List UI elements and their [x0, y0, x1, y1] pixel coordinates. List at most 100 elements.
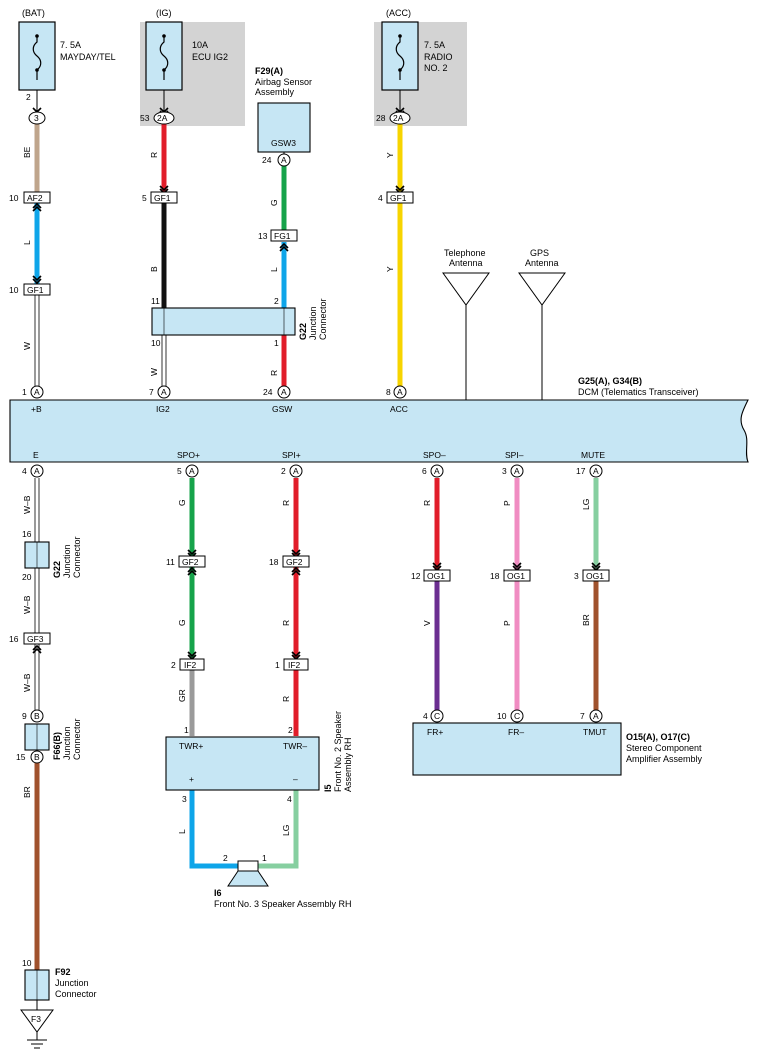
fuse-bat-source: (BAT)	[22, 8, 45, 18]
fuse-acc-rating: 7. 5A	[424, 40, 445, 50]
svg-text:53: 53	[140, 113, 150, 123]
svg-text:24: 24	[262, 155, 272, 165]
svg-text:TMUT: TMUT	[583, 727, 607, 737]
svg-text:G: G	[177, 499, 187, 506]
svg-text:4: 4	[287, 794, 292, 804]
svg-text:GSW: GSW	[272, 404, 292, 414]
svg-text:TWR–: TWR–	[283, 741, 307, 751]
fuse-ig-name: ECU IG2	[192, 52, 228, 62]
svg-text:MUTE: MUTE	[581, 450, 605, 460]
svg-text:W–B: W–B	[22, 673, 32, 692]
svg-text:5: 5	[177, 466, 182, 476]
svg-text:1: 1	[275, 660, 280, 670]
svg-text:IF2: IF2	[288, 660, 301, 670]
svg-text:Stereo Component: Stereo Component	[626, 743, 702, 753]
svg-text:A: A	[281, 155, 287, 165]
svg-text:10: 10	[22, 958, 32, 968]
wire-wb-2	[34, 568, 40, 634]
svg-text:LG: LG	[581, 499, 591, 510]
fuse-acc-source: (ACC)	[386, 8, 411, 18]
f92-junction: 10 F92 Junction Connector	[22, 958, 97, 1001]
svg-text:A: A	[34, 387, 40, 397]
fuse-acc-name1: RADIO	[424, 52, 453, 62]
svg-text:18: 18	[269, 557, 279, 567]
og1-connector-mute: OG1 3	[574, 569, 610, 582]
svg-text:2A: 2A	[157, 113, 168, 123]
svg-text:BR: BR	[581, 614, 591, 626]
fg1-connector: FG1 13	[258, 229, 298, 242]
gf1-connector-col4: GF1 4	[378, 191, 414, 204]
svg-text:G22: G22	[52, 561, 62, 578]
svg-text:10: 10	[9, 193, 19, 203]
svg-text:A: A	[34, 466, 40, 476]
telephone-antenna: Telephone Antenna	[442, 248, 490, 306]
svg-text:1: 1	[262, 853, 267, 863]
svg-text:A: A	[593, 466, 599, 476]
svg-text:2: 2	[171, 660, 176, 670]
fuse-ig-rating: 10A	[192, 40, 208, 50]
svg-text:C: C	[514, 711, 520, 721]
svg-text:Antenna: Antenna	[449, 258, 483, 268]
svg-text:Antenna: Antenna	[525, 258, 559, 268]
svg-text:V: V	[422, 620, 432, 626]
fuse-bat-name: MAYDAY/TEL	[60, 52, 116, 62]
svg-text:TWR+: TWR+	[179, 741, 203, 751]
gf1-connector-col2: GF1 5	[142, 191, 178, 204]
svg-text:GF1: GF1	[154, 193, 171, 203]
svg-text:A: A	[161, 387, 167, 397]
svg-text:R: R	[281, 620, 291, 626]
svg-text:GF3: GF3	[27, 634, 44, 644]
svg-text:W–B: W–B	[22, 495, 32, 514]
svg-text:5: 5	[142, 193, 147, 203]
svg-text:A: A	[281, 387, 287, 397]
svg-text:R: R	[281, 696, 291, 702]
svg-text:W: W	[149, 368, 159, 376]
svg-text:R: R	[422, 500, 432, 506]
svg-text:A: A	[397, 387, 403, 397]
svg-text:F92: F92	[55, 967, 71, 977]
wire-wb-1	[34, 478, 40, 542]
svg-text:1: 1	[274, 338, 279, 348]
gf3-connector: GF3 16	[9, 632, 51, 645]
wire-wb-3	[34, 644, 40, 710]
svg-text:R: R	[149, 152, 159, 158]
svg-text:F29(A): F29(A)	[255, 66, 283, 76]
svg-text:R: R	[269, 370, 279, 376]
svg-text:OG1: OG1	[507, 571, 525, 581]
svg-text:Connector: Connector	[318, 298, 328, 340]
svg-text:AF2: AF2	[27, 193, 43, 203]
dcm-name: DCM (Telematics Transceiver)	[578, 387, 699, 397]
svg-text:4: 4	[423, 711, 428, 721]
g22-junction-top: 11 10 2 1 G22 Junction Connector	[151, 296, 328, 348]
svg-text:IF2: IF2	[184, 660, 197, 670]
svg-text:E: E	[33, 450, 39, 460]
svg-text:11: 11	[151, 296, 160, 306]
svg-text:I6: I6	[214, 888, 222, 898]
wire-w-col2	[161, 335, 167, 386]
svg-text:Connector: Connector	[72, 718, 82, 760]
svg-text:Y: Y	[385, 266, 395, 272]
svg-text:SPI+: SPI+	[282, 450, 301, 460]
svg-text:3: 3	[574, 571, 579, 581]
svg-text:B: B	[34, 752, 40, 762]
svg-text:1: 1	[22, 387, 27, 397]
svg-text:BE: BE	[22, 146, 32, 158]
svg-text:B: B	[149, 266, 159, 272]
svg-text:P: P	[502, 620, 512, 626]
svg-text:17: 17	[576, 466, 586, 476]
svg-text:SPO–: SPO–	[423, 450, 446, 460]
gf2-connector-spi: GF2 18	[269, 555, 310, 568]
svg-text:A: A	[593, 711, 599, 721]
gf1-connector-col1: GF1 10	[9, 283, 51, 296]
svg-text:7: 7	[149, 387, 154, 397]
svg-text:GF1: GF1	[390, 193, 407, 203]
svg-text:FR+: FR+	[427, 727, 443, 737]
svg-text:Assembly: Assembly	[255, 87, 295, 97]
svg-text:L: L	[177, 829, 187, 834]
svg-text:Front No. 2 Speaker: Front No. 2 Speaker	[333, 711, 343, 792]
wire-w-col1	[34, 294, 40, 386]
svg-text:F66(B): F66(B)	[52, 732, 62, 760]
svg-text:IG2: IG2	[156, 404, 170, 414]
af2-connector: AF2 10	[9, 191, 51, 204]
airbag-sensor-assembly: F29(A) Airbag Sensor Assembly GSW3 A 24	[255, 66, 312, 167]
